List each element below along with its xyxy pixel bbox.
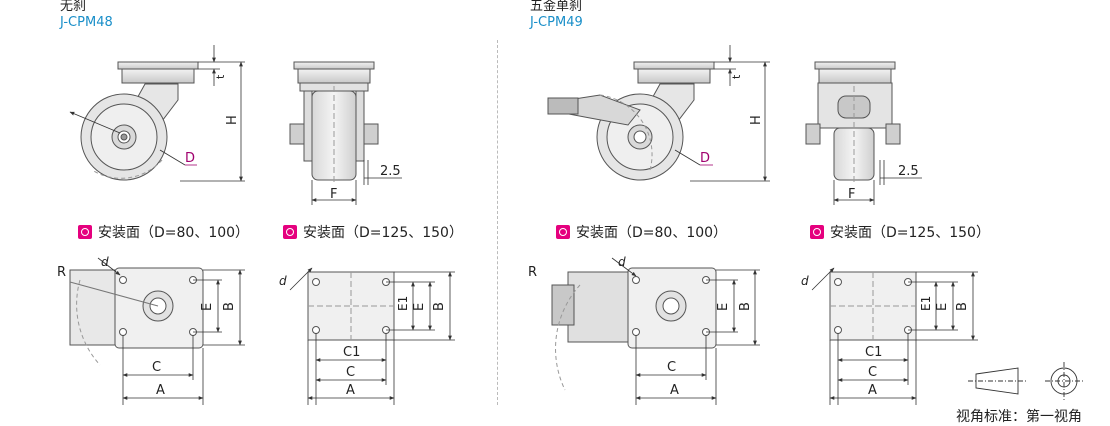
dim-R-right: R	[528, 265, 537, 280]
right-side-view	[547, 61, 715, 181]
mount-label-small-left: 安装面（D=80、100）	[78, 222, 249, 242]
dim-d-right-large: d	[801, 274, 809, 288]
left-front-view	[289, 61, 379, 185]
right-front-dims	[833, 160, 922, 205]
left-mount-large-dims	[289, 267, 455, 405]
dim-A-left-large: A	[346, 383, 355, 398]
mount-label-text: 安装面（D=125、150）	[303, 225, 463, 241]
first-angle-projection-icon	[968, 362, 1083, 400]
dim-A-right-large: A	[868, 383, 877, 398]
dim-d-left: d	[101, 255, 109, 269]
section-divider	[497, 40, 498, 405]
dim-C-right: C	[667, 360, 676, 375]
dim-t-right: t	[730, 74, 743, 79]
dim-B-right: B	[738, 302, 753, 311]
dim-gap-left: 2.5	[380, 164, 401, 179]
dim-E-left: E	[200, 303, 215, 311]
dim-D-right: D	[700, 151, 710, 166]
dim-E1-left-large: E1	[396, 296, 410, 311]
dim-t-left: t	[214, 74, 227, 79]
right-side-dims	[674, 45, 770, 182]
dim-C1-right-large: C1	[865, 345, 882, 360]
dim-A-right: A	[670, 383, 679, 398]
dim-gap-right: 2.5	[898, 164, 919, 179]
projection-standard-label: 视角标准：第一视角	[956, 409, 1082, 425]
dim-d-left-large: d	[279, 274, 287, 288]
dim-B-left: B	[222, 302, 237, 311]
mount-surface-icon	[283, 225, 297, 239]
left-mount-small-dims	[97, 257, 245, 405]
left-side-view	[80, 61, 199, 181]
mount-surface-icon	[556, 225, 570, 239]
mount-label-large-right: 安装面（D=125、150）	[810, 222, 990, 242]
dim-C-left: C	[152, 360, 161, 375]
right-mount-large	[829, 271, 917, 341]
mount-label-text: 安装面（D=125、150）	[830, 225, 990, 241]
left-side-dims	[69, 45, 245, 182]
dim-B-left-large: B	[432, 302, 447, 311]
right-mount-large-dims	[811, 267, 978, 405]
dim-E-right: E	[716, 303, 731, 311]
dim-F-right: F	[848, 187, 855, 202]
dim-E-left-large: E	[412, 303, 427, 311]
dim-A-left: A	[156, 383, 165, 398]
mount-surface-icon	[78, 225, 92, 239]
left-mount-large	[307, 271, 395, 341]
mount-surface-icon	[810, 225, 824, 239]
right-product-code: J-CPM49	[530, 15, 583, 30]
right-product-title: 五金单刹	[530, 0, 583, 14]
dim-H-left: H	[225, 115, 240, 125]
right-front-view	[805, 61, 901, 185]
right-mount-small-dims	[611, 257, 760, 405]
dim-C1-left-large: C1	[343, 345, 360, 360]
left-product-code: J-CPM48	[60, 15, 113, 30]
dim-R-left: R	[57, 265, 66, 280]
dim-E1-right-large: E1	[919, 296, 933, 311]
dim-C-right-large: C	[868, 365, 877, 380]
dim-E-right-large: E	[935, 303, 950, 311]
dim-H-right: H	[749, 115, 764, 125]
dim-D-left: D	[185, 151, 195, 166]
left-product-title: 无刹	[60, 0, 87, 14]
dim-C-left-large: C	[346, 365, 355, 380]
top-plate	[117, 61, 199, 70]
mount-label-text: 安装面（D=80、100）	[576, 225, 728, 241]
left-mount-small	[69, 267, 204, 366]
dim-B-right-large: B	[955, 302, 970, 311]
left-front-dims	[311, 160, 402, 205]
mount-label-text: 安装面（D=80、100）	[98, 225, 250, 241]
swivel-body	[121, 68, 195, 84]
mount-label-small-right: 安装面（D=80、100）	[556, 222, 727, 242]
dim-d-right: d	[618, 255, 626, 269]
dim-F-left: F	[330, 187, 337, 202]
mount-label-large-left: 安装面（D=125、150）	[283, 222, 463, 242]
right-mount-small	[551, 267, 717, 391]
